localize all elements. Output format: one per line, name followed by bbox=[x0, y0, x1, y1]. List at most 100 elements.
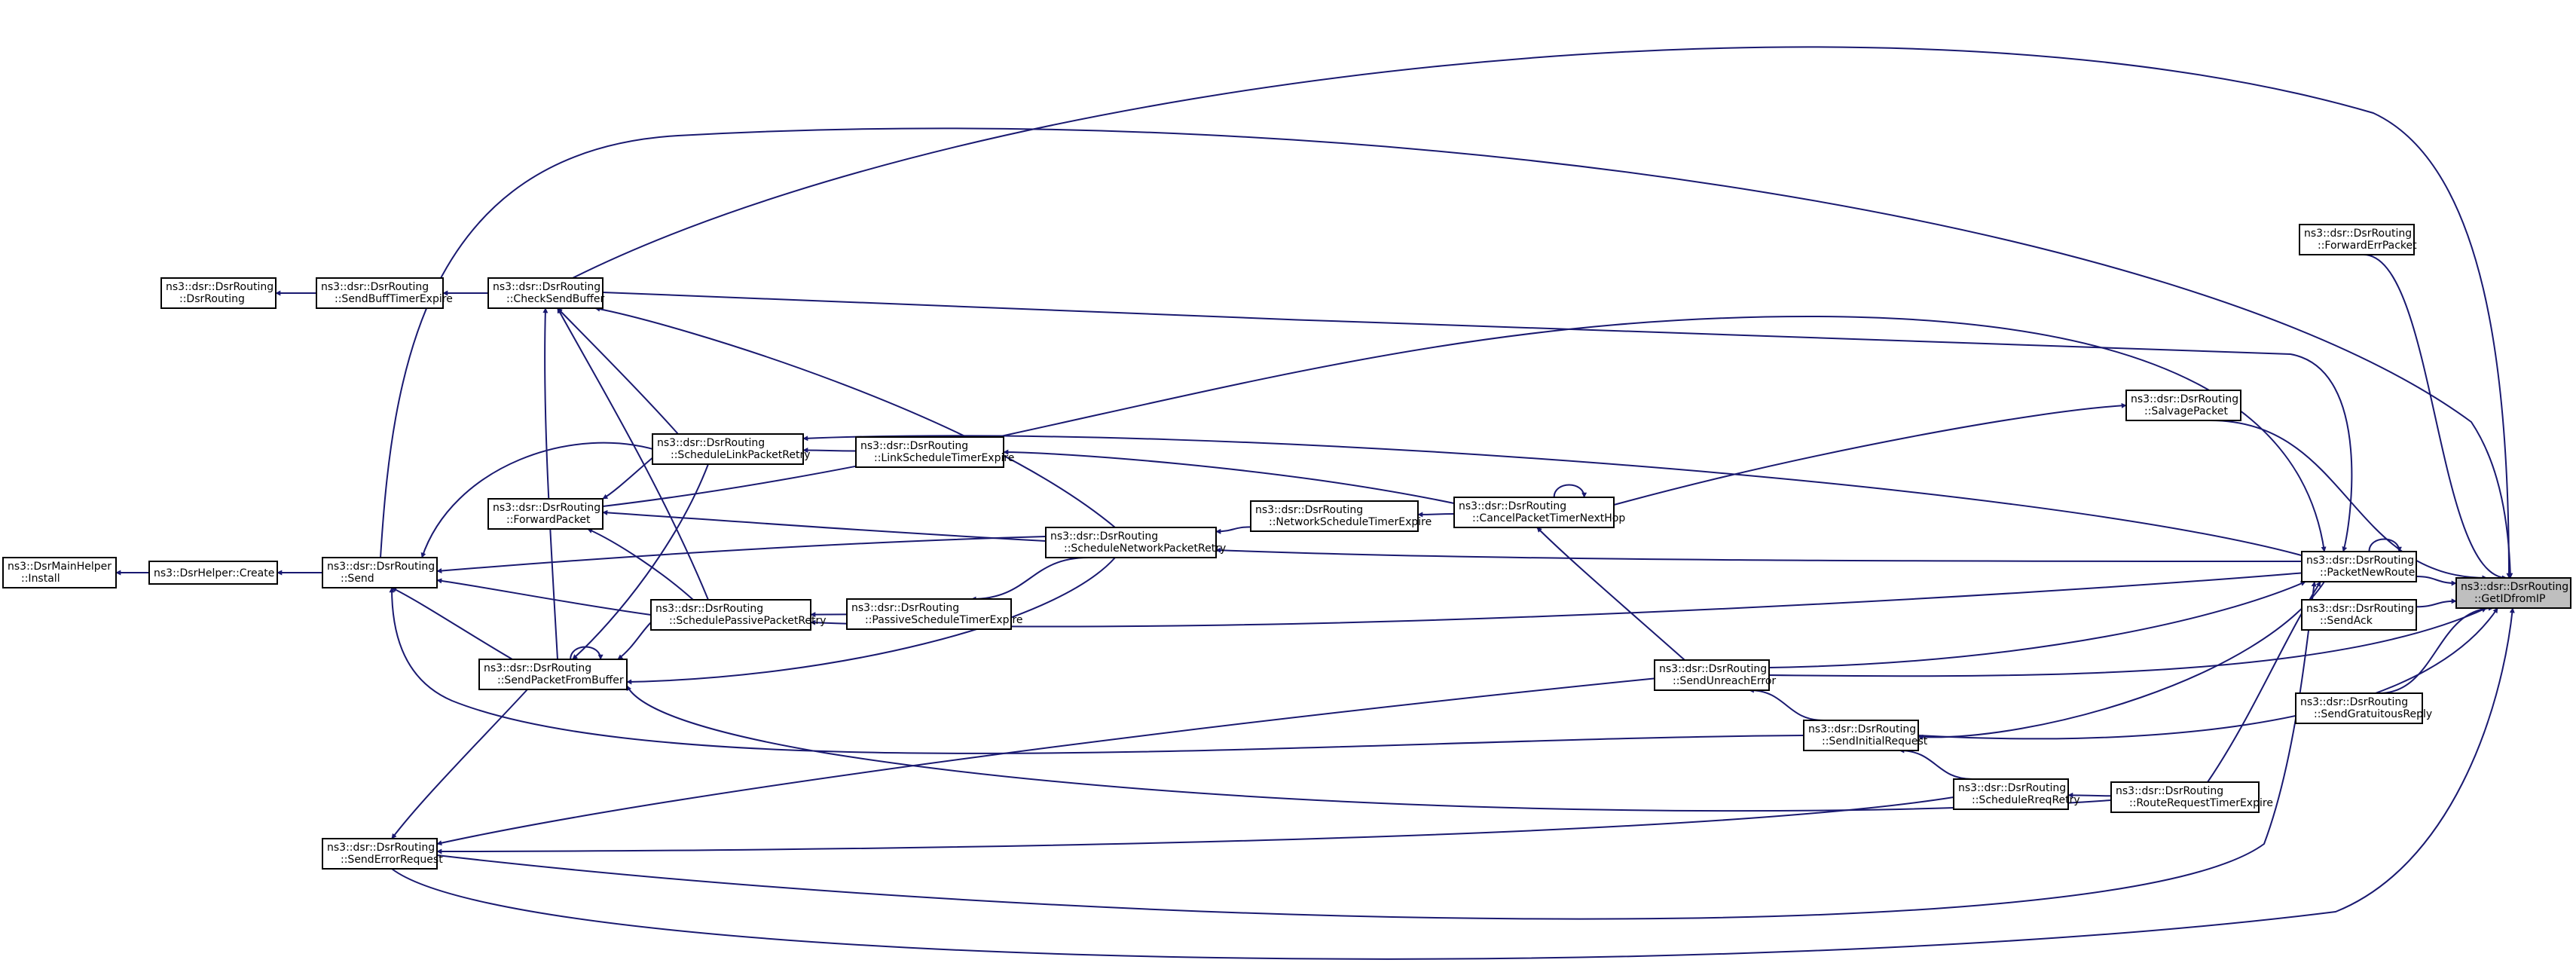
edge-path bbox=[2379, 605, 2494, 694]
node-label-line1: ns3::dsr::DsrRouting bbox=[166, 281, 273, 293]
edge-path bbox=[2368, 538, 2402, 552]
node-label-line1: ns3::dsr::DsrRouting bbox=[2300, 696, 2408, 708]
node-forwardpacket[interactable]: ns3::dsr::DsrRouting::ForwardPacket bbox=[487, 498, 604, 530]
edge-send-to-getidfromip bbox=[380, 127, 2513, 579]
node-label-line2: ::SendBuffTimerExpire bbox=[335, 293, 453, 305]
node-box bbox=[1250, 500, 1419, 532]
edge-path bbox=[1768, 607, 2487, 677]
node-sendbufftimerexpire[interactable]: ns3::dsr::DsrRouting::SendBuffTimerExpir… bbox=[316, 277, 453, 309]
edge-schedulepassivepacketretry-to-send bbox=[436, 578, 652, 616]
node-box bbox=[2301, 551, 2417, 582]
node-label-line1: ns3::dsr::DsrRouting bbox=[493, 502, 600, 514]
node-label-line1: ns3::dsr::DsrRouting bbox=[657, 437, 765, 449]
node-label-line1: ns3::dsr::DsrRouting bbox=[1459, 500, 1566, 512]
node-forwarderrpacket[interactable]: ns3::dsr::DsrRouting::ForwardErrPacket bbox=[2299, 224, 2417, 255]
edge-path bbox=[1917, 607, 2498, 740]
node-label-line1: ns3::dsr::DsrRouting bbox=[1958, 782, 2066, 794]
edge-sendunreacherror-to-packetnewroute bbox=[1768, 581, 2306, 668]
edge-path bbox=[1748, 687, 1824, 721]
node-label-line2: ::PacketNewRoute bbox=[2320, 567, 2415, 579]
edge-cancelpackettimernexthop-to-cancelpackettimernexthop bbox=[1553, 484, 1587, 498]
node-sendunreacherror[interactable]: ns3::dsr::DsrRouting::SendUnreachError bbox=[1654, 659, 1776, 691]
edge-cancelpackettimernexthop-to-salvagepacket bbox=[1613, 402, 2127, 506]
node-sendack[interactable]: ns3::dsr::DsrRouting::SendAck bbox=[2301, 599, 2417, 631]
node-salvagepacket[interactable]: ns3::dsr::DsrRouting::SalvagePacket bbox=[2125, 390, 2241, 421]
node-box bbox=[2125, 390, 2241, 421]
node-label-line1: ns3::DsrMainHelper bbox=[8, 561, 112, 573]
node-box bbox=[1953, 778, 2069, 810]
edge-sendpacketfrombuffer-to-sendpacketfrombuffer bbox=[570, 646, 604, 660]
node-dsrhelpercreate[interactable]: ns3::DsrHelper::Create bbox=[148, 561, 278, 585]
node-sendpacketfrombuffer[interactable]: ns3::dsr::DsrRouting::SendPacketFromBuff… bbox=[478, 659, 628, 690]
node-getidfromip[interactable]: ns3::dsr::DsrRouting::GetIDfromIP bbox=[2455, 577, 2571, 609]
node-box bbox=[478, 659, 628, 690]
edge-schedulenetworkpacketretry-to-checksendbuffer bbox=[594, 306, 1116, 528]
node-label-line1: ns3::dsr::DsrRouting bbox=[1050, 530, 1158, 543]
edge-sendack-to-getidfromip bbox=[2416, 598, 2457, 608]
node-schedulenetworkpacketretry[interactable]: ns3::dsr::DsrRouting::ScheduleNetworkPac… bbox=[1045, 527, 1226, 558]
node-label-line2: ::SendGratuitousReply bbox=[2314, 708, 2432, 720]
edge-schedulereqretry-to-sendinitialrequest bbox=[1899, 747, 1972, 780]
node-box bbox=[2299, 224, 2415, 255]
node-label-line1: ns3::dsr::DsrRouting bbox=[484, 662, 591, 674]
edge-path bbox=[436, 677, 1658, 846]
node-label-line2: ::SchedulePassivePacketRetry bbox=[669, 615, 827, 627]
node-sendinitialrequest[interactable]: ns3::dsr::DsrRouting::SendInitialRequest bbox=[1803, 720, 1928, 751]
node-label-line2: ::ScheduleRreqRetry bbox=[1972, 794, 2080, 806]
node-box bbox=[322, 838, 438, 870]
edge-sendunreacherror-to-cancelpackettimernexthop bbox=[1536, 527, 1685, 661]
node-schedulelinkpacketretry[interactable]: ns3::dsr::DsrRouting::ScheduleLinkPacket… bbox=[652, 433, 810, 465]
edge-cancelpackettimernexthop-to-networkscheduletimerexpire bbox=[1417, 512, 1455, 518]
node-label-line2: ::SendInitialRequest bbox=[1822, 735, 1928, 747]
node-checksendbuffer[interactable]: ns3::dsr::DsrRouting::CheckSendBuffer bbox=[487, 277, 604, 309]
node-label-line2: ::ForwardErrPacket bbox=[2318, 240, 2417, 252]
node-schedulereqretry[interactable]: ns3::dsr::DsrRouting::ScheduleRreqRetry bbox=[1953, 778, 2080, 810]
edge-path bbox=[617, 622, 652, 660]
node-label-line2: ::RouteRequestTimerExpire bbox=[2129, 797, 2273, 809]
node-label-line1: ns3::dsr::DsrRouting bbox=[860, 440, 968, 452]
edge-path bbox=[1613, 402, 2127, 506]
node-label-line2: ::SendAck bbox=[2320, 615, 2373, 627]
edge-path bbox=[557, 307, 679, 435]
edge-path bbox=[1215, 547, 2303, 562]
node-routerequesttimerexpire[interactable]: ns3::dsr::DsrRouting::RouteRequestTimerE… bbox=[2110, 781, 2273, 813]
edge-packetnewroute-to-getidfromip bbox=[2416, 575, 2457, 586]
node-label-line2: ::GetIDfromIP bbox=[2474, 593, 2545, 605]
node-label-line1: ns3::dsr::DsrRouting bbox=[321, 281, 429, 293]
edge-path bbox=[436, 796, 1954, 854]
edge-path bbox=[542, 307, 558, 660]
edge-packetnewroute-to-schedulepassivepacketretry bbox=[810, 572, 2306, 628]
edge-path bbox=[970, 557, 1089, 602]
edge-schedulelinkpacketretry-to-sendpacketfrombuffer bbox=[572, 463, 709, 660]
node-cancelpackettimernexthop[interactable]: ns3::dsr::DsrRouting::CancelPacketTimerN… bbox=[1453, 497, 1625, 528]
edge-checksendbuffer-to-getidfromip bbox=[572, 46, 2512, 579]
node-linkscheduletimerexpire[interactable]: ns3::dsr::DsrRouting::LinkScheduleTimerE… bbox=[855, 436, 1014, 468]
node-label-line2: ::ScheduleNetworkPacketRetry bbox=[1064, 543, 1226, 555]
edge-routerequesttimerexpire-to-schedulereqretry bbox=[2067, 792, 2112, 798]
node-passivescheduletimerexpire[interactable]: ns3::dsr::DsrRouting::PassiveScheduleTim… bbox=[846, 598, 1023, 630]
node-label-line1: ns3::dsr::DsrRouting bbox=[2306, 603, 2414, 615]
edge-path bbox=[2416, 575, 2457, 586]
node-send[interactable]: ns3::dsr::DsrRouting::Send bbox=[322, 557, 438, 588]
node-schedulepassivepacketretry[interactable]: ns3::dsr::DsrRouting::SchedulePassivePac… bbox=[650, 599, 827, 631]
edge-path bbox=[602, 509, 1047, 542]
node-dsrmainhelperinstall[interactable]: ns3::DsrMainHelper::Install bbox=[2, 557, 117, 588]
node-dsrrouting[interactable]: ns3::dsr::DsrRouting::DsrRouting bbox=[160, 277, 277, 309]
node-sendgratuitousreply[interactable]: ns3::dsr::DsrRouting::SendGratuitousRepl… bbox=[2295, 692, 2432, 724]
node-networkscheduletimerexpire[interactable]: ns3::dsr::DsrRouting::NetworkScheduleTim… bbox=[1250, 500, 1432, 532]
node-box bbox=[1453, 497, 1615, 528]
node-packetnewroute[interactable]: ns3::dsr::DsrRouting::PacketNewRoute bbox=[2301, 551, 2417, 582]
node-label-line2: ::SendPacketFromBuffer bbox=[497, 674, 624, 686]
node-senderrorrequest[interactable]: ns3::dsr::DsrRouting::SendErrorRequest bbox=[322, 838, 443, 870]
edge-forwarderrpacket-to-getidfromip bbox=[2363, 254, 2507, 581]
edge-path bbox=[572, 46, 2512, 579]
edge-path bbox=[810, 572, 2306, 628]
edge-schedulelinkpacketretry-to-send bbox=[420, 442, 664, 558]
node-label-line2: ::DsrRouting bbox=[179, 293, 245, 305]
node-label-line2: ::ForwardPacket bbox=[506, 514, 591, 526]
node-label-line1: ns3::dsr::DsrRouting bbox=[1659, 663, 1767, 675]
edge-path bbox=[391, 689, 528, 839]
node-label-line2: ::SendErrorRequest bbox=[341, 854, 443, 866]
node-box bbox=[650, 599, 811, 631]
node-label-line1: ns3::dsr::DsrRouting bbox=[493, 281, 600, 293]
